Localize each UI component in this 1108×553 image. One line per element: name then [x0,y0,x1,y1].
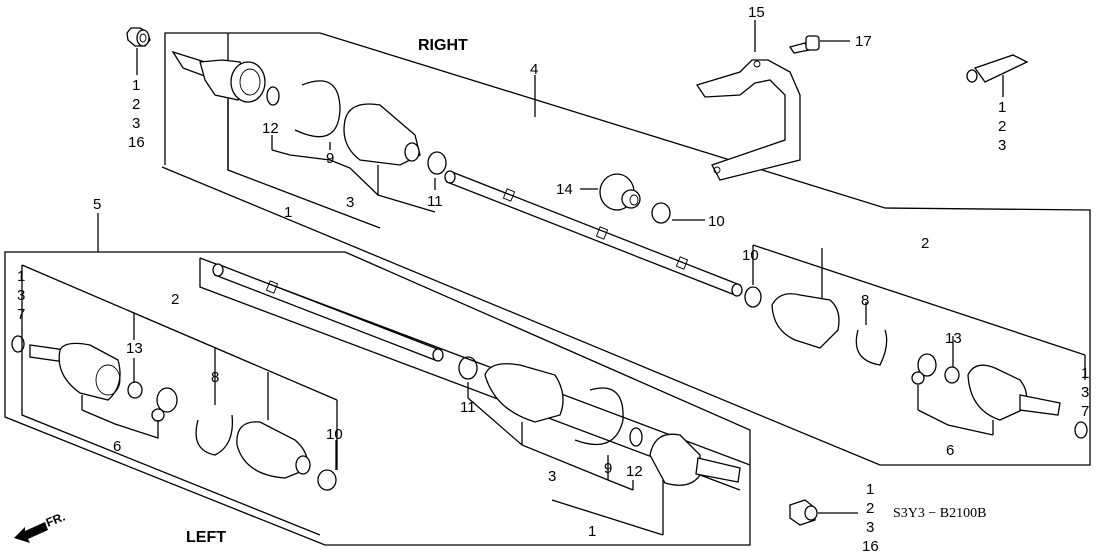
callout: 2 [921,235,929,252]
callout: 3 [866,519,874,536]
right-inner-cv-joint [967,364,1061,435]
left-band-10 [317,440,337,491]
callout: 11 [460,399,476,416]
front-direction-arrow-icon [14,522,48,543]
right-inner-small-band-10-top [651,202,705,224]
callout: 15 [748,4,765,21]
right-outer-small-band-11 [427,151,447,190]
callout: 16 [862,538,879,553]
left-inner-boot-frame [21,264,338,536]
leader-3-right [271,149,436,213]
left-spider [151,387,178,422]
callout: 12 [262,120,279,137]
grease-tube [966,54,1029,97]
callout: 6 [946,442,954,459]
callout: 1 [17,268,25,285]
left-outer-cv-joint [649,433,741,535]
callout: 3 [17,287,25,304]
callout: 9 [326,150,334,167]
callout: 1 [866,481,874,498]
leader-3-left [467,397,634,491]
callout: 8 [211,369,219,386]
front-direction-label: FR. [44,510,67,530]
callout: 9 [604,460,612,477]
bearing-bracket [695,20,801,181]
right-spider [911,353,937,410]
callout: 3 [132,115,140,132]
left-inner-boot [236,372,311,479]
right-inner-band-8 [855,302,888,366]
left-assembly-frame [4,213,751,546]
spindle-nut-bottom [789,499,858,526]
callout: 1 [588,523,596,540]
callout: 11 [427,193,443,210]
left-outer-band-9 [574,387,624,480]
right-inner-clip-7 [1074,421,1088,439]
callout: 14 [556,181,573,198]
callout: 2 [171,291,179,308]
callout: 8 [861,292,869,309]
callout: 10 [742,247,759,264]
callout: 1 [284,204,292,221]
callout: 2 [866,500,874,517]
callout: 7 [17,306,25,323]
right-halfshaft [444,170,743,297]
right-assembly-frame [161,32,1091,466]
callout: 4 [530,61,538,78]
leader-1-left [551,499,664,536]
callout: 7 [1081,403,1089,420]
right-outer-ring-12 [266,86,280,150]
callout: 1 [132,77,140,94]
callout: 10 [708,213,725,230]
callout: 1 [1081,365,1089,382]
right-inner-boot [771,248,840,349]
left-outer-small-band-11 [458,356,478,398]
leader-6-right [917,409,994,436]
callout: 3 [346,194,354,211]
callout: 12 [626,463,643,480]
callout: 17 [855,33,872,50]
callout: 2 [132,96,140,113]
left-outer-ring-12 [629,427,643,490]
right-inner-boot-frame [752,244,1086,380]
right-outer-cv-joint [171,50,266,170]
spindle-nut-top [126,27,151,75]
callout: 6 [113,438,121,455]
left-inner-clip-7 [11,335,25,353]
left-outer-boot [484,363,564,445]
drawing-code: S3Y3 − B2100B [893,506,986,521]
leader-6-left [81,409,159,439]
bearing-support-14 [580,173,641,211]
left-halfshaft [212,263,444,362]
callout: 13 [945,330,962,347]
bracket-bolt [788,35,850,54]
callout: 3 [548,468,556,485]
right-outer-band-9 [294,80,341,150]
right-inner-small-band-10 [744,286,762,308]
callout: 3 [998,137,1006,154]
right-side-label: RIGHT [418,37,468,54]
left-side-label: LEFT [186,529,226,546]
left-clip-13 [127,313,143,399]
callout: 2 [998,118,1006,135]
left-band-8 [195,348,234,456]
right-clip-13 [944,336,960,384]
right-outer-boot [343,103,421,195]
callout: 16 [128,134,145,151]
callout: 10 [326,426,343,443]
callout: 5 [93,196,101,213]
left-inner-cv-joint [29,342,121,410]
callout: 1 [998,99,1006,116]
callout: 13 [126,340,143,357]
callout: 3 [1081,384,1089,401]
